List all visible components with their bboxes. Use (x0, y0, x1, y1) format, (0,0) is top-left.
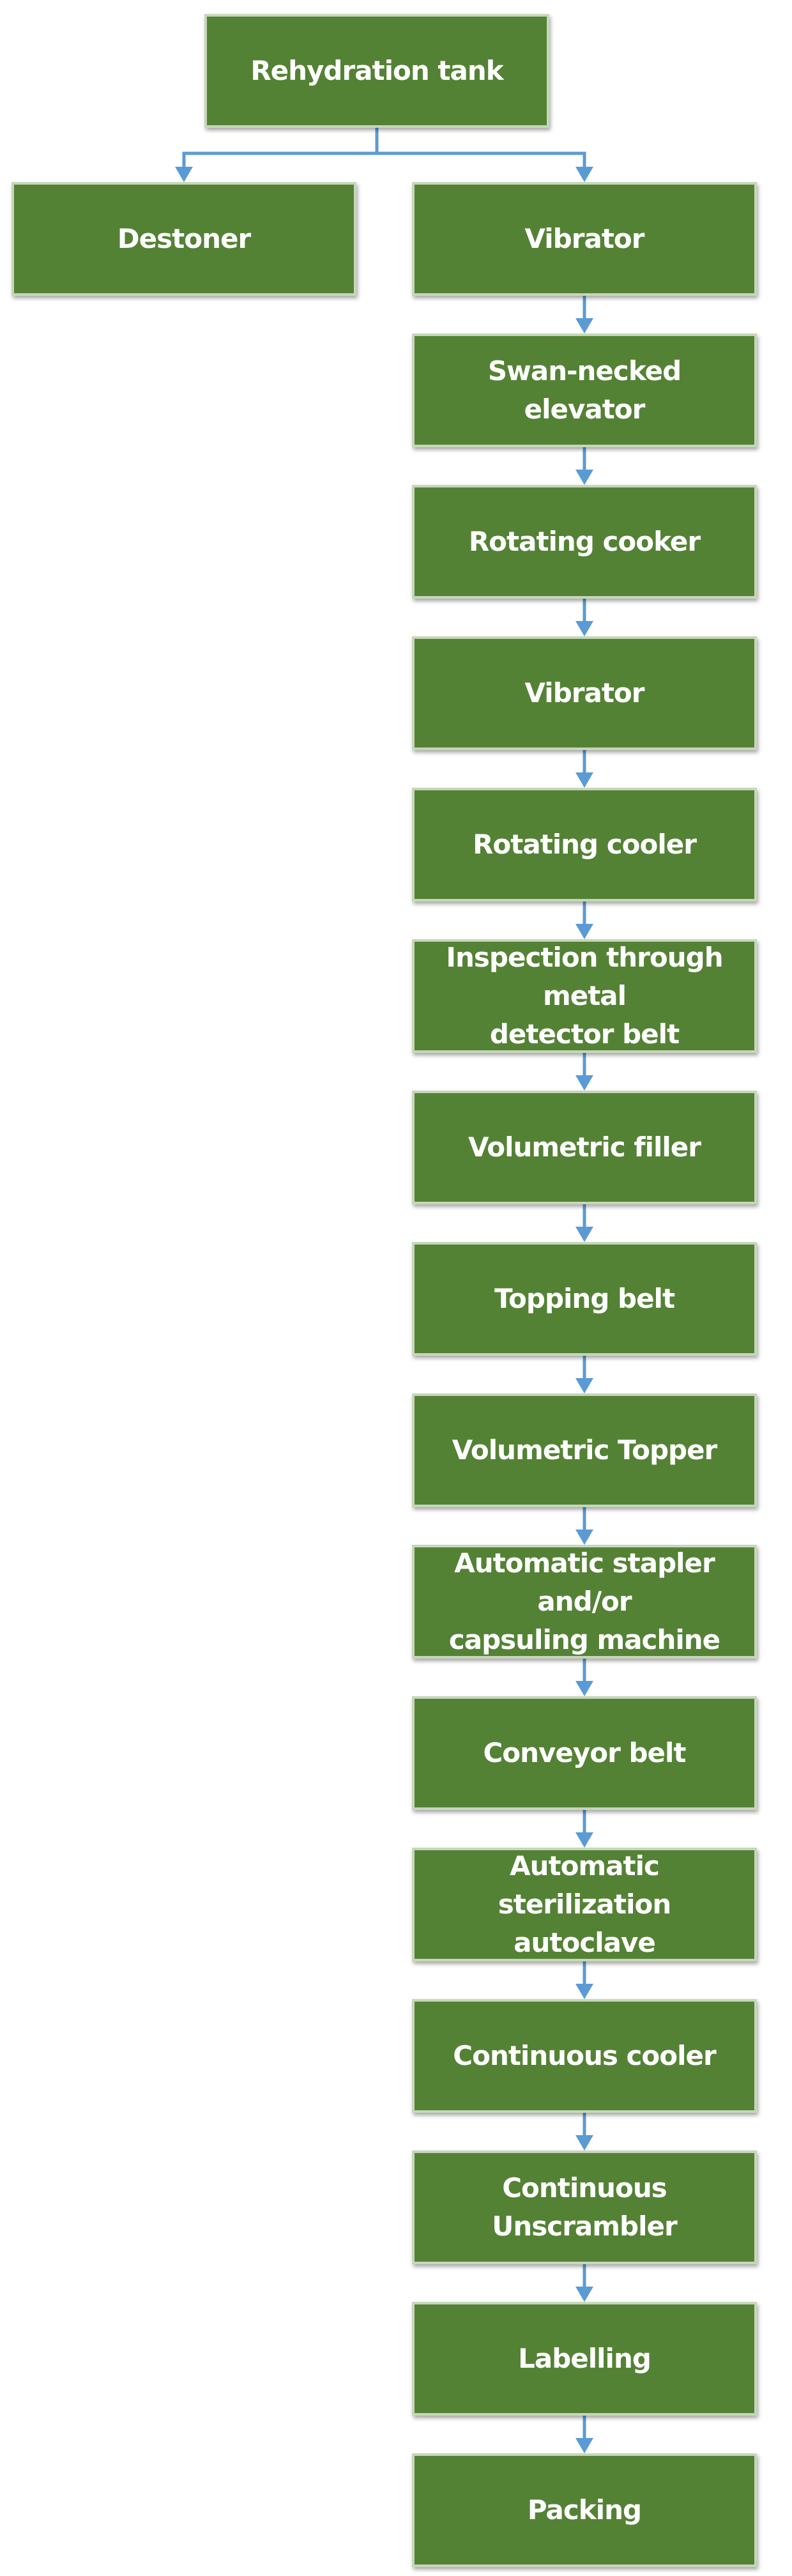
arrow-3 (575, 621, 593, 636)
arrow-to-destoner (175, 167, 193, 182)
node-rotating-cooker: Rotating cooker (412, 485, 757, 599)
node-swan-necked-elevator: Swan-necked elevator (412, 334, 757, 447)
arrow-14 (575, 2287, 593, 2302)
arrow-1 (575, 318, 593, 334)
arrow-11 (575, 1832, 593, 1848)
arrow-8 (575, 1378, 593, 1393)
node-labelling: Labelling (412, 2302, 757, 2416)
node-continuous-cooler: Continuous cooler (412, 1999, 757, 2113)
node-topping-belt: Topping belt (412, 1242, 757, 1356)
connector-branch (182, 151, 586, 168)
arrow-to-vibrator (575, 167, 593, 182)
node-continuous-unscrambler: Continuous Unscrambler (412, 2150, 757, 2264)
node-destoner: Destoner (11, 182, 356, 296)
node-conveyor-belt: Conveyor belt (412, 1696, 757, 1810)
arrow-2 (575, 470, 593, 485)
arrow-10 (575, 1681, 593, 1696)
node-stapler-capsuling-machine: Automatic stapler and/or capsuling machi… (412, 1545, 757, 1659)
node-sterilization-autoclave: Automatic sterilization autoclave (412, 1848, 757, 1961)
node-vibrator-1: Vibrator (412, 182, 757, 296)
arrow-13 (575, 2135, 593, 2150)
node-metal-detector-inspection: Inspection through metal detector belt (412, 939, 757, 1053)
node-rotating-cooler: Rotating cooler (412, 788, 757, 901)
arrow-15 (575, 2438, 593, 2453)
node-packing: Packing (412, 2453, 757, 2567)
arrow-12 (575, 1984, 593, 1999)
node-rehydration-tank: Rehydration tank (204, 14, 549, 128)
arrow-5 (575, 924, 593, 939)
arrow-4 (575, 772, 593, 788)
node-volumetric-filler: Volumetric filler (412, 1091, 757, 1204)
node-vibrator-2: Vibrator (412, 636, 757, 750)
arrow-9 (575, 1529, 593, 1545)
arrow-6 (575, 1075, 593, 1091)
arrow-7 (575, 1227, 593, 1242)
node-volumetric-topper: Volumetric Topper (412, 1393, 757, 1507)
